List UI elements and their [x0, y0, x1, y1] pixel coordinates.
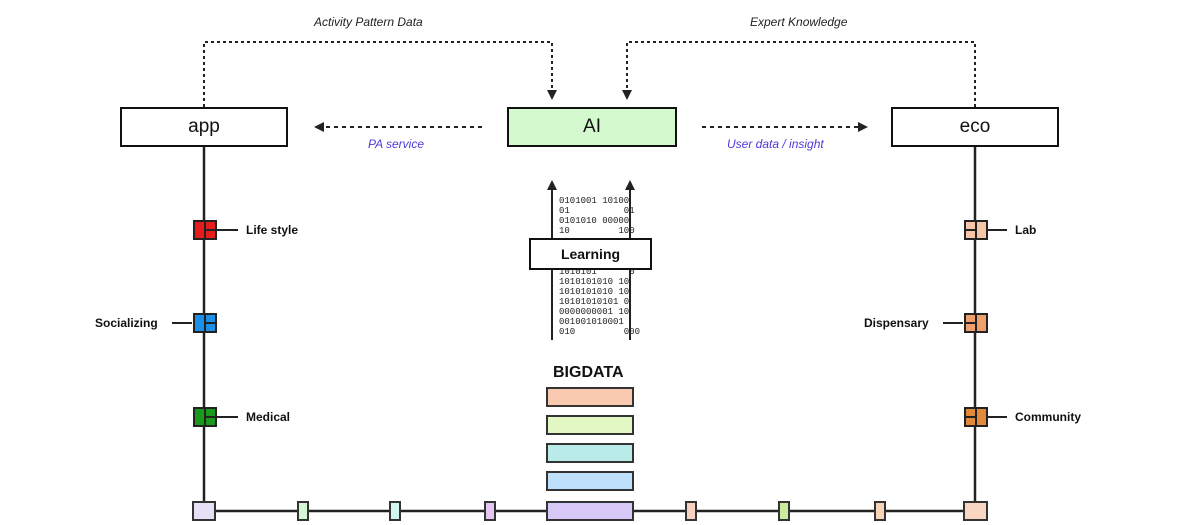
binary-stream-bottom: 1010101 0 1010101010 10 1010101010 10 10…	[559, 267, 641, 337]
lab-label: Lab	[1015, 223, 1037, 237]
dispensary-label: Dispensary	[864, 316, 929, 330]
bigdata-layer	[546, 501, 634, 521]
bigdata-layer	[546, 443, 634, 463]
bus-node	[484, 501, 496, 521]
binary-stream-top: 0101001 10100 01 01 0101010 00000 10 100	[559, 196, 635, 236]
user-data-label: User data / insight	[727, 137, 824, 151]
lab-node	[964, 220, 988, 240]
community-node	[964, 407, 988, 427]
bus-node	[963, 501, 988, 521]
activity-pattern-label: Activity Pattern Data	[314, 15, 423, 29]
eco-box-label: eco	[959, 116, 991, 137]
bigdata-title: BIGDATA	[553, 364, 624, 381]
bigdata-layer	[546, 387, 634, 407]
app-box: app	[120, 107, 288, 147]
bigdata-layer	[546, 415, 634, 435]
pa-service-label: PA service	[368, 137, 425, 151]
expert-knowledge-label: Expert Knowledge	[750, 15, 848, 29]
bus-node	[685, 501, 697, 521]
expert-knowledge-arrow	[622, 41, 976, 107]
bus-node	[192, 501, 216, 521]
bus-node	[297, 501, 309, 521]
socializing-label: Socializing	[95, 316, 158, 330]
lifestyle-node	[193, 220, 217, 240]
ai-box: AI	[507, 107, 677, 147]
lifestyle-label: Life style	[246, 223, 299, 237]
bus-node	[389, 501, 401, 521]
community-label: Community	[1015, 410, 1081, 424]
bus-node	[874, 501, 886, 521]
socializing-node	[193, 313, 217, 333]
activity-pattern-arrow	[203, 41, 557, 107]
bigdata-layer	[546, 471, 634, 491]
eco-box: eco	[891, 107, 1059, 147]
ai-box-label: AI	[583, 116, 601, 137]
learning-box-label: Learning	[560, 246, 621, 262]
learning-box: Learning	[529, 238, 652, 270]
bus-node	[778, 501, 790, 521]
medical-node	[193, 407, 217, 427]
app-box-label: app	[188, 116, 220, 137]
medical-label: Medical	[246, 410, 291, 424]
dispensary-node	[964, 313, 988, 333]
